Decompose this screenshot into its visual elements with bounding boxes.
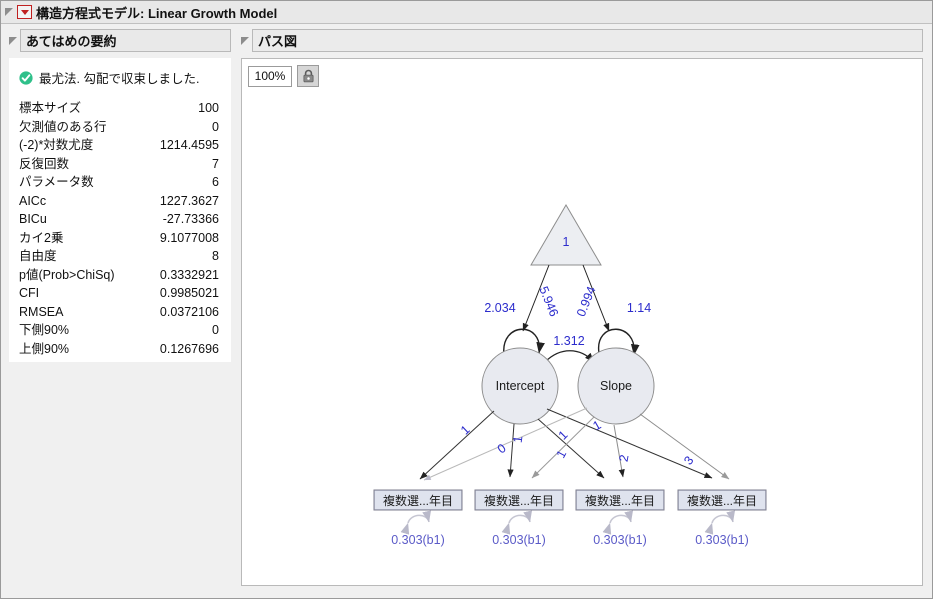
fit-summary-header: あてはめの要約 bbox=[9, 29, 231, 52]
table-row: BICu -27.73366 bbox=[19, 210, 225, 229]
residual-label-2: 0.303(b1) bbox=[492, 533, 546, 547]
convergence-status-text: 最尤法. 勾配で収束しました. bbox=[39, 72, 200, 86]
table-row: 標本サイズ 100 bbox=[19, 99, 225, 118]
convergence-status: 最尤法. 勾配で収束しました. bbox=[19, 68, 227, 87]
fit-summary-body: 最尤法. 勾配で収束しました. 標本サイズ 100 欠測値のある行 0 (-2)*対数尤… bbox=[9, 58, 231, 362]
table-row: パラメータ数 6 bbox=[19, 173, 225, 192]
window-title: 構造方程式モデル: Linear Growth Model bbox=[36, 5, 278, 21]
red-dropdown-icon[interactable] bbox=[17, 5, 32, 19]
table-row: 欠測値のある行 0 bbox=[19, 118, 225, 137]
loading-intercept-2: 1 bbox=[511, 435, 526, 444]
stat-value: 0.9985021 bbox=[159, 286, 219, 300]
indicator-label-2: 複数選...年目 bbox=[484, 493, 554, 508]
table-row: 下側90% 0 bbox=[19, 321, 225, 340]
path-diagram-header: パス図 bbox=[241, 29, 923, 52]
fit-summary-title: あてはめの要約 bbox=[20, 29, 231, 52]
zoom-level-input[interactable]: 100% bbox=[248, 65, 292, 87]
path-diagram-title: パス図 bbox=[252, 29, 923, 52]
stat-label: 反復回数 bbox=[19, 156, 70, 171]
fit-statistics-table: 標本サイズ 100 欠測値のある行 0 (-2)*対数尤度 1214.4595 反復回数 7 パ… bbox=[19, 99, 225, 358]
table-row: CFI 0.9985021 bbox=[19, 284, 225, 303]
stat-label: p値(Prob>ChiSq) bbox=[19, 267, 115, 282]
lock-icon[interactable] bbox=[297, 65, 319, 87]
fit-summary-panel: あてはめの要約 最尤法. 勾配で収束しました. 標本サイズ 100 欠測値のある行 0… bbox=[9, 29, 231, 589]
intercept-variance-label: 2.034 bbox=[484, 301, 515, 315]
stat-label: (-2)*対数尤度 bbox=[19, 138, 94, 152]
stat-label: カイ2乗 bbox=[19, 230, 64, 245]
triangle-label: 1 bbox=[563, 235, 570, 249]
stat-value: 0 bbox=[212, 119, 219, 134]
table-row: 反復回数 7 bbox=[19, 155, 225, 174]
indicator-group-1: 複数選...年目 0.303(b1) bbox=[373, 489, 463, 547]
stat-label: 自由度 bbox=[19, 249, 57, 263]
latent-node-intercept: Intercept bbox=[496, 379, 545, 393]
latent-node-slope: Slope bbox=[600, 379, 632, 393]
loading-intercept-3: 1 bbox=[556, 428, 571, 443]
slope-variance-label: 1.14 bbox=[627, 301, 651, 315]
stat-value: 1227.3627 bbox=[159, 193, 219, 208]
intercept-mean-label: 5.946 bbox=[536, 284, 561, 318]
stat-label: AICc bbox=[19, 193, 47, 208]
stat-label: 欠測値のある行 bbox=[19, 119, 107, 134]
table-row: RMSEA 0.0372106 bbox=[19, 303, 225, 322]
stat-value: 0.0372106 bbox=[159, 304, 219, 319]
path-diagram-canvas[interactable]: 100% bbox=[241, 58, 923, 586]
indicator-group-3: 複数選...年目 0.303(b1) bbox=[575, 489, 665, 547]
residual-label-1: 0.303(b1) bbox=[391, 533, 445, 547]
stat-value: 0.3332921 bbox=[159, 267, 219, 282]
indicator-label-4: 複数選...年目 bbox=[687, 493, 757, 508]
stat-value: -27.73366 bbox=[162, 212, 219, 226]
stat-label: RMSEA bbox=[19, 304, 64, 319]
residual-label-4: 0.303(b1) bbox=[695, 533, 749, 547]
stat-label: 標本サイズ bbox=[19, 101, 82, 115]
stat-value: 100 bbox=[198, 101, 219, 115]
latent-covariance-label: 1.312 bbox=[553, 334, 584, 348]
diagram-toolbar: 100% bbox=[248, 65, 319, 87]
stat-value: 6 bbox=[212, 175, 219, 189]
table-row: カイ2乗 9.1077008 bbox=[19, 229, 225, 248]
indicator-group-2: 複数選...年目 0.303(b1) bbox=[474, 489, 564, 547]
stat-value: 8 bbox=[212, 249, 219, 263]
table-row: AICc 1227.3627 bbox=[19, 192, 225, 211]
stat-value: 9.1077008 bbox=[159, 230, 219, 245]
indicator-group-4: 複数選...年目 0.303(b1) bbox=[677, 489, 767, 547]
table-row: 上側90% 0.1267696 bbox=[19, 340, 225, 359]
table-row: (-2)*対数尤度 1214.4595 bbox=[19, 136, 225, 155]
path-diagram-panel: パス図 100% bbox=[241, 29, 923, 589]
indicator-label-1: 複数選...年目 bbox=[383, 493, 453, 508]
table-row: 自由度 8 bbox=[19, 247, 225, 266]
window-titlebar: 構造方程式モデル: Linear Growth Model bbox=[1, 1, 932, 24]
table-row: p値(Prob>ChiSq) 0.3332921 bbox=[19, 266, 225, 285]
triangle-collapse-icon[interactable] bbox=[241, 36, 249, 45]
slope-mean-label: 0.994 bbox=[574, 284, 599, 318]
residual-label-3: 0.303(b1) bbox=[593, 533, 647, 547]
sem-path-diagram: 1 5.946 0.994 2.034 1.14 1.312 Intercept bbox=[373, 204, 767, 547]
triangle-collapse-icon[interactable] bbox=[9, 36, 17, 45]
loading-slope-4: 3 bbox=[681, 453, 696, 467]
stat-label: 下側90% bbox=[19, 323, 70, 337]
loading-slope-3: 2 bbox=[617, 454, 632, 463]
loading-intercept-1: 1 bbox=[458, 423, 473, 438]
stat-label: パラメータ数 bbox=[19, 175, 94, 189]
green-check-icon bbox=[19, 70, 33, 85]
stat-label: CFI bbox=[19, 286, 40, 300]
indicator-label-3: 複数選...年目 bbox=[585, 493, 655, 508]
stat-value: 7 bbox=[212, 156, 219, 171]
stat-value: 1214.4595 bbox=[159, 138, 219, 152]
stat-value: 0.1267696 bbox=[159, 341, 219, 356]
stat-value: 0 bbox=[212, 323, 219, 337]
triangle-collapse-icon[interactable] bbox=[5, 8, 13, 16]
stat-label: 上側90% bbox=[19, 341, 70, 356]
stat-label: BICu bbox=[19, 212, 47, 226]
